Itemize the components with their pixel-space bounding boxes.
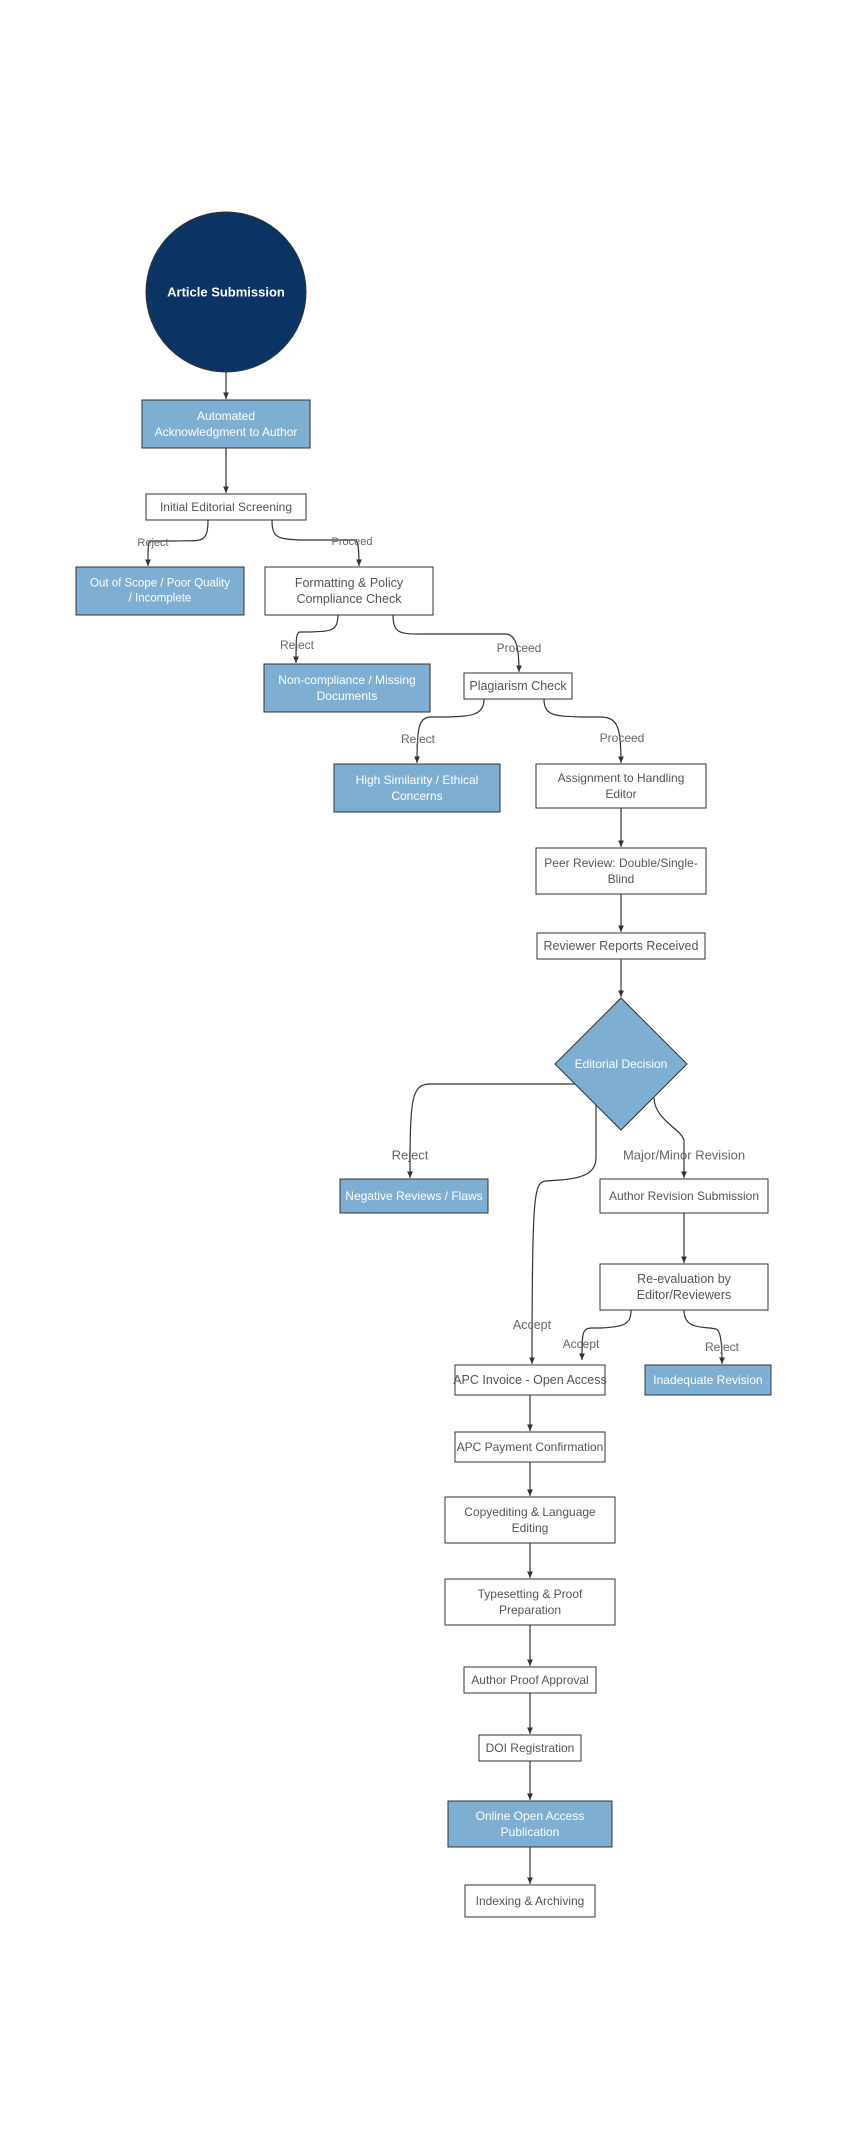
edge-decision-accept [529, 1105, 597, 1365]
edge-label-decision-accept: Accept [513, 1318, 552, 1332]
node-label: Formatting & Policy [295, 576, 404, 590]
node-label: Preparation [499, 1603, 561, 1617]
node-proof-approval: Author Proof Approval [463, 1666, 597, 1694]
edge-screening-reject [145, 519, 209, 567]
node-label: Editorial Decision [575, 1057, 668, 1071]
edge-label-plagiarism-proceed: Proceed [600, 731, 645, 745]
node-label: Peer Review: Double/Single- [544, 856, 697, 870]
node-label: Article Submission [167, 285, 285, 300]
node-article-submission: Article Submission [145, 211, 307, 373]
edge-reeval-accept [579, 1309, 632, 1361]
node-label: Editor [605, 787, 636, 801]
edge-label-decision-reject: Reject [392, 1148, 429, 1163]
node-out-of-scope: Out of Scope / Poor Quality / Incomplete [75, 566, 245, 616]
node-label: Reviewer Reports Received [544, 939, 699, 953]
node-initial-screening: Initial Editorial Screening [145, 493, 307, 521]
node-label: Acknowledgment to Author [155, 425, 298, 439]
node-label: Author Proof Approval [471, 1673, 588, 1687]
node-label: Negative Reviews / Flaws [345, 1189, 482, 1203]
edge-label-decision-revision: Major/Minor Revision [623, 1148, 745, 1163]
edge-formatting-reject [293, 614, 339, 664]
node-label: Plagiarism Check [469, 679, 567, 693]
node-indexing: Indexing & Archiving [464, 1884, 596, 1918]
node-label: Typesetting & Proof [478, 1587, 583, 1601]
node-re-evaluation: Re-evaluation by Editor/Reviewers [599, 1263, 769, 1311]
node-label: Concerns [391, 789, 442, 803]
edge-decision-reject [407, 1083, 575, 1179]
node-label: Initial Editorial Screening [160, 500, 292, 514]
node-label: DOI Registration [486, 1741, 575, 1755]
node-reviewer-reports: Reviewer Reports Received [536, 932, 706, 960]
node-label: Editor/Reviewers [637, 1288, 731, 1302]
node-label: Blind [608, 872, 635, 886]
node-label: APC Payment Confirmation [457, 1440, 604, 1454]
node-plagiarism-check: Plagiarism Check [463, 672, 573, 700]
node-label: Inadequate Revision [653, 1373, 762, 1387]
edge-plagiarism-reject [414, 698, 485, 764]
node-label: Author Revision Submission [609, 1189, 759, 1203]
node-apc-payment: APC Payment Confirmation [454, 1431, 606, 1463]
node-label: High Similarity / Ethical [356, 773, 479, 787]
node-label: Out of Scope / Poor Quality [90, 578, 230, 590]
edges [145, 372, 725, 1884]
node-author-revision: Author Revision Submission [599, 1178, 769, 1214]
node-negative-reviews: Negative Reviews / Flaws [339, 1178, 489, 1214]
edge-screening-proceed [271, 519, 362, 567]
node-label: Editing [512, 1521, 549, 1535]
nodes: Article SubmissionAutomatedAcknowledgmen… [75, 211, 772, 1918]
node-label: Indexing & Archiving [476, 1894, 585, 1908]
edge-plagiarism-proceed [543, 698, 624, 764]
node-doi-registration: DOI Registration [478, 1734, 582, 1762]
edge-label-screening-reject: Reject [137, 537, 168, 549]
edge-reeval-reject [683, 1309, 725, 1365]
node-label: Non-compliance / Missing [278, 673, 415, 687]
edge-decision-revision [653, 1097, 687, 1178]
node-editorial-decision: Editorial Decision [554, 997, 688, 1131]
edge-label-screening-proceed: Proceed [332, 536, 373, 548]
edge-label-formatting-reject: Reject [280, 638, 315, 652]
edge-label-formatting-proceed: Proceed [497, 641, 542, 655]
node-label: APC Invoice - Open Access [453, 1373, 607, 1387]
edge-formatting-proceed [392, 614, 522, 673]
node-label: Publication [501, 1825, 560, 1839]
node-peer-review: Peer Review: Double/Single- Blind [535, 847, 707, 895]
node-label: Compliance Check [297, 592, 403, 606]
node-label: Copyediting & Language [464, 1505, 596, 1519]
node-label: Automated [197, 409, 255, 423]
node-label: Documents [317, 689, 378, 703]
node-apc-invoice: APC Invoice - Open Access [453, 1364, 607, 1396]
edge-label-plagiarism-reject: Reject [401, 732, 436, 746]
node-inadequate-revision: Inadequate Revision [644, 1364, 772, 1396]
edge-label-reeval-accept: Accept [563, 1337, 600, 1351]
node-label: / Incomplete [129, 592, 192, 604]
node-label: Assignment to Handling [558, 771, 685, 785]
node-label: Re-evaluation by [637, 1272, 732, 1286]
edge-label-reeval-reject: Reject [705, 1340, 740, 1354]
node-label: Online Open Access [476, 1809, 585, 1823]
